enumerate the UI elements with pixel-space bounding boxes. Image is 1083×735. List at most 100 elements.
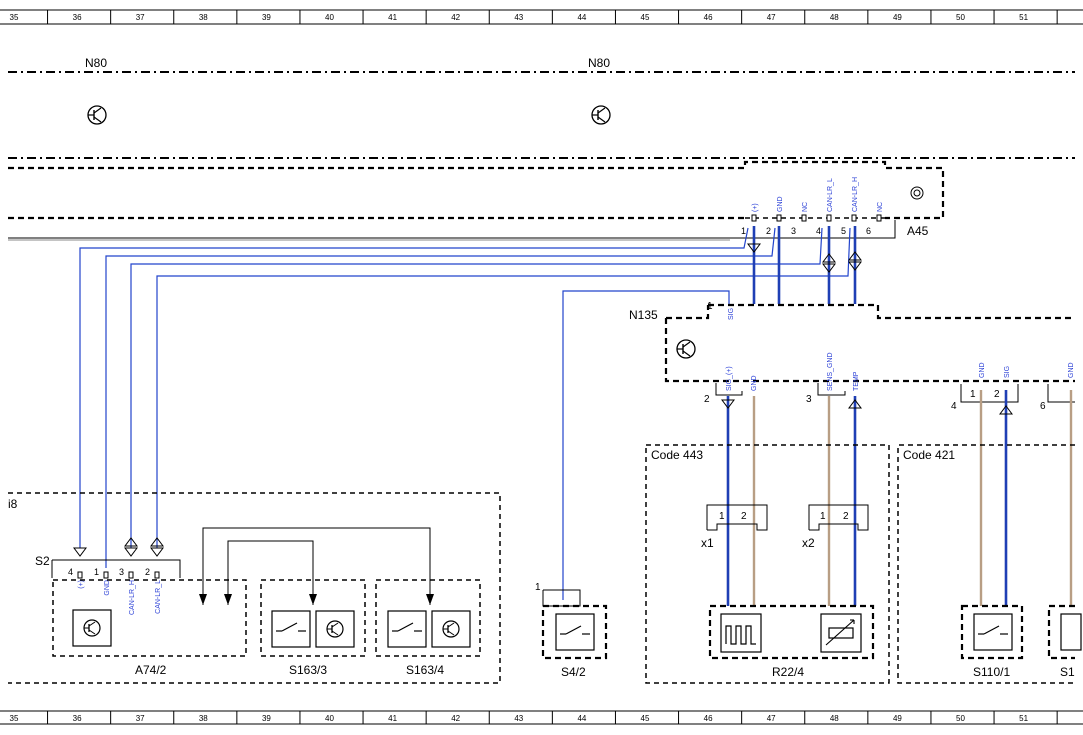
n80-right-label: N80 (588, 56, 610, 70)
s2-pin-number: 2 (145, 567, 150, 577)
ruler-label: 38 (199, 714, 208, 723)
ruler-label: 45 (641, 13, 650, 22)
ruler-label: 35 (10, 714, 19, 723)
ruler-label: 47 (767, 13, 776, 22)
connector-x2 (808, 504, 869, 531)
code-443-label: Code 443 (651, 448, 703, 462)
s2-pin-number: 4 (68, 567, 73, 577)
ruler-label: 36 (73, 714, 82, 723)
switch-icon (387, 610, 427, 648)
s4-2-label: S4/2 (561, 665, 586, 679)
code-421-label: Code 421 (903, 448, 955, 462)
transistor-icon (591, 105, 611, 125)
n135-side-num-4: 4 (951, 401, 957, 412)
sig-wire-s4-2 (562, 290, 730, 600)
ruler-label: 38 (199, 13, 208, 22)
ruler-label: 46 (704, 13, 713, 22)
temperature-sensor-icon (820, 613, 862, 653)
ruler-label: 47 (767, 714, 776, 723)
ruler-label: 42 (451, 714, 460, 723)
a74-2-component (52, 579, 247, 657)
n135-pin-right-sig: SIG (1004, 366, 1011, 378)
ruler-label: 37 (136, 714, 145, 723)
ruler-label: 50 (956, 13, 965, 22)
a45-pin-number: 3 (791, 226, 796, 236)
n135-pin-right-num-1: 1 (970, 389, 976, 400)
s4-2-component (541, 604, 608, 660)
code-443-box: Code 443 1 2 x1 1 2 x2 R22/4 (645, 444, 890, 684)
s2-pin-label: GND (104, 580, 111, 596)
n135-pin-right-gnd-cut: GND (1068, 362, 1075, 378)
s2-pin-label: CAN-LR_H (129, 580, 136, 615)
s4-2-group: 1 S4/2 (535, 582, 608, 679)
n135-sig-pin-number: 1 (707, 301, 713, 312)
ruler-label: 40 (325, 13, 334, 22)
switch-icon (271, 610, 311, 648)
n135-pin-sig-plus: SIG_(+) (726, 366, 733, 391)
ruler-label: 49 (893, 13, 902, 22)
ruler-label: 46 (704, 714, 713, 723)
a45-pin-label: NC (877, 202, 884, 212)
n80-left-label: N80 (85, 56, 107, 70)
ruler-label: 35 (10, 13, 19, 22)
x2-pin-2: 2 (843, 511, 849, 522)
a45-pin-number: 4 (816, 226, 821, 236)
ruler-label: 41 (388, 13, 397, 22)
a45-pin-label: NC (802, 202, 809, 212)
s1-cut-label: S1 (1060, 665, 1075, 679)
n135-side-num-6: 6 (1040, 401, 1046, 412)
n135-pin-right-gnd: GND (979, 362, 986, 378)
s163-3-label: S163/3 (289, 663, 327, 677)
n135-module: N135 1 SIG SIG_(+) GND SENS_GND TEMP 2 3… (629, 301, 1075, 412)
n135-pin-temp: TEMP (853, 371, 860, 391)
a45-pin-number: 6 (866, 226, 871, 236)
ruler-label: 48 (830, 714, 839, 723)
r22-4-label: R22/4 (772, 665, 804, 679)
s2-pin-contact (77, 571, 83, 579)
s2-pin-label: (+) (78, 580, 85, 589)
n135-label: N135 (629, 308, 658, 322)
x1-label: x1 (701, 536, 714, 550)
s163-4-component (375, 579, 481, 657)
s110-1-component (960, 604, 1024, 660)
ruler-label: 48 (830, 13, 839, 22)
ruler-label: 45 (641, 714, 650, 723)
a45-pin-contact (776, 214, 782, 222)
a45-pin-label: GND (777, 196, 784, 212)
ruler-label: 39 (262, 714, 271, 723)
a45-label: A45 (907, 224, 929, 238)
x2-label: x2 (802, 536, 815, 550)
a45-to-n135-wires (747, 226, 862, 304)
heater-element-icon (720, 613, 762, 653)
r22-4-component (708, 604, 875, 660)
n135-pin-right-num-2: 2 (994, 389, 1000, 400)
s110-1-label: S110/1 (973, 665, 1010, 679)
s2-pin-label: CAN-LR_L (155, 580, 162, 614)
ruler-label: 51 (1019, 13, 1028, 22)
ruler-label: 44 (577, 714, 586, 723)
a45-pin-label: (+) (752, 203, 759, 212)
ruler-label: 40 (325, 714, 334, 723)
control-module-icon (315, 610, 355, 648)
s2-pin-number: 3 (119, 567, 124, 577)
a45-pin-label: CAN-LR_L (827, 178, 834, 212)
code-421-box: Code 421 S110/1 S1 (897, 444, 1082, 684)
s163-4-label: S163/4 (406, 663, 444, 677)
a45-pin-contact (851, 214, 857, 222)
control-module-icon (72, 609, 112, 647)
control-module-icon (431, 610, 471, 648)
ruler-label: 50 (956, 714, 965, 723)
a45-pin-label: CAN-LR_H (852, 177, 859, 212)
ruler-label: 39 (262, 13, 271, 22)
ruler-label: 44 (577, 13, 586, 22)
a45-pin-contact (801, 214, 807, 222)
connector-x1 (706, 504, 768, 531)
transistor-icon (676, 339, 696, 359)
ruler-label: 43 (514, 714, 523, 723)
s2-pin-number: 1 (94, 567, 99, 577)
